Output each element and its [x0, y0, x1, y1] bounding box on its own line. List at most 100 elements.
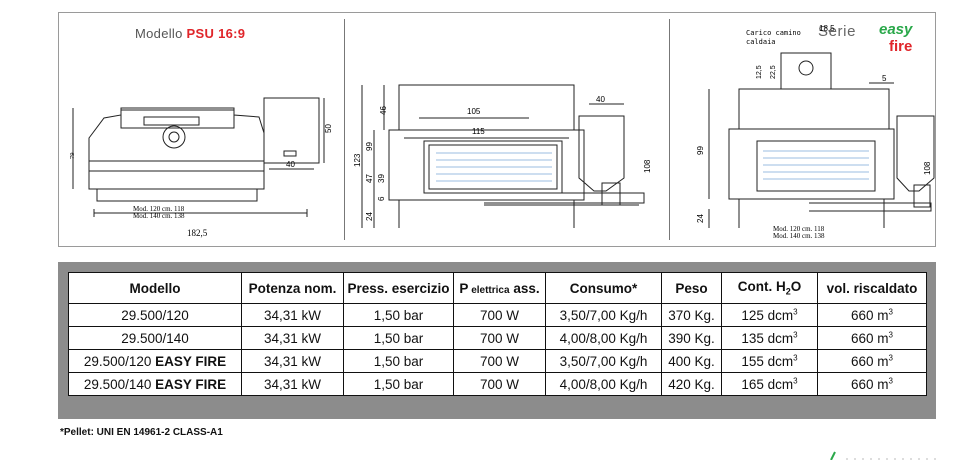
dim-46: 46 [379, 106, 388, 115]
cell-model: 29.500/140 [68, 326, 242, 350]
col-header-p-elettrica: P elettrica ass. [453, 272, 546, 304]
front-view-drawing: 105 115 40 46 123 99 47 39 6 24 108 [353, 84, 652, 228]
spec-table-frame: Modello Potenza nom. Press. esercizio P … [58, 262, 936, 419]
dim-height: 79 [69, 153, 76, 160]
col-header-vol: vol. riscaldato [817, 272, 927, 304]
model-code: 29.500/120 [83, 353, 156, 369]
cell-potenza: 34,31 kW [241, 326, 344, 350]
cell-press: 1,50 bar [343, 303, 454, 327]
p-sub: elettrica [468, 284, 510, 296]
cell-peso: 370 Kg. [661, 303, 722, 327]
view-divider-left [344, 19, 345, 240]
vol-value: 660 m [851, 376, 889, 392]
unit-exponent: 3 [888, 307, 893, 316]
cont-value: 125 dcm [741, 307, 794, 323]
logo-top-text: easy [879, 21, 913, 38]
logo-bottom-text: fire [889, 38, 912, 54]
col-header-consumo: Consumo* [545, 272, 662, 304]
cell-cont: 155 dcm3 [721, 349, 818, 373]
model-variant: EASY FIRE [155, 353, 227, 369]
cell-p-elettrica: 700 W [453, 303, 546, 327]
model-variant: EASY FIRE [155, 376, 227, 392]
vol-value: 660 m [851, 353, 889, 369]
unit-exponent: 3 [793, 376, 798, 385]
col-header-potenza: Potenza nom. [241, 272, 344, 304]
carico-line2: caldaia [746, 38, 776, 46]
model-code: 29.500/140 [121, 330, 189, 346]
cell-cont: 125 dcm3 [721, 303, 818, 327]
p-suffix: ass. [509, 280, 540, 296]
cell-vol: 660 m3 [817, 372, 927, 396]
cell-consumo: 4,00/8,00 Kg/h [545, 372, 662, 396]
model-code: 29.500/120 [121, 307, 189, 323]
cont-prefix: Cont. H [737, 279, 786, 295]
cell-consumo: 4,00/8,00 Kg/h [545, 326, 662, 350]
vol-value: 660 m [851, 330, 889, 346]
col-header-cont: Cont. H2O [721, 272, 818, 304]
cell-vol: 660 m3 [817, 303, 927, 327]
p-prefix: P [459, 280, 469, 296]
top-view-drawing: 79 50 40 Mod. 120 cm. 118 Mod. 140 cm. 1… [69, 97, 333, 238]
footnote: *Pellet: UNI EN 14961-2 CLASS-A1 [60, 427, 223, 438]
cell-model: 29.500/120 [68, 303, 242, 327]
cont-value: 165 dcm [741, 376, 794, 392]
cell-consumo: 3,50/7,00 Kg/h [545, 303, 662, 327]
cell-p-elettrica: 700 W [453, 349, 546, 373]
model-name: PSU 16:9 [186, 26, 246, 41]
cont-value: 135 dcm [741, 330, 794, 346]
dim-108: 108 [643, 159, 652, 173]
unit-exponent: 3 [793, 353, 798, 362]
dim-width: 182,5 [187, 228, 208, 238]
cell-peso: 420 Kg. [661, 372, 722, 396]
cont-sub: 2 [785, 286, 791, 297]
unit-exponent: 3 [888, 330, 893, 339]
left-mod-140: Mod. 140 cm. 138 [133, 212, 185, 220]
spec-table: Modello Potenza nom. Press. esercizio P … [68, 272, 927, 396]
unit-exponent: 3 [888, 376, 893, 385]
cell-press: 1,50 bar [343, 326, 454, 350]
cell-model: 29.500/120 EASY FIRE [68, 349, 242, 373]
easy-fire-view-drawing: Carico camino caldaia 18,5 12,5 22,5 5 9… [696, 24, 935, 240]
left-mod-120: Mod. 120 cm. 118 [133, 205, 185, 213]
dim-108-right: 108 [923, 161, 932, 175]
col-header-peso: Peso [661, 272, 722, 304]
cont-value: 155 dcm [741, 353, 794, 369]
view-divider-right [669, 19, 670, 240]
model-label: Modello PSU 16:9 [135, 26, 245, 41]
cell-p-elettrica: 700 W [453, 372, 546, 396]
dim-6: 6 [377, 196, 386, 201]
dim-24-right: 24 [696, 214, 705, 223]
serie-label: Serie [818, 23, 857, 40]
dim-50: 50 [324, 124, 333, 133]
col-header-press: Press. esercizio [343, 272, 454, 304]
model-prefix: Modello [135, 26, 187, 41]
dim-24: 24 [365, 212, 374, 221]
col-header-modello: Modello [68, 272, 242, 304]
dim-18-5: 18,5 [819, 24, 835, 33]
dim-12-5: 12,5 [756, 65, 763, 79]
cell-press: 1,50 bar [343, 372, 454, 396]
cell-consumo: 3,50/7,00 Kg/h [545, 349, 662, 373]
unit-exponent: 3 [793, 330, 798, 339]
dim-39: 39 [377, 174, 386, 183]
cont-suffix: O [790, 279, 802, 295]
technical-drawing-panel: Modello PSU 16:9 Serie easy fire 79 [58, 12, 936, 247]
carico-line1: Carico camino [746, 29, 801, 37]
corner-mark [830, 451, 936, 460]
cell-potenza: 34,31 kW [241, 303, 344, 327]
model-code: 29.500/140 [83, 376, 156, 392]
right-mod-140: Mod. 140 cm. 138 [773, 232, 825, 240]
cell-peso: 400 Kg. [661, 349, 722, 373]
unit-exponent: 3 [793, 307, 798, 316]
table-header-row: Modello Potenza nom. Press. esercizio P … [68, 272, 927, 304]
unit-exponent: 3 [888, 353, 893, 362]
dim-99-right: 99 [696, 146, 705, 155]
dim-5: 5 [882, 74, 887, 83]
cell-model: 29.500/140 EASY FIRE [68, 372, 242, 396]
dim-115: 115 [472, 127, 485, 136]
dim-99: 99 [365, 142, 374, 151]
cell-vol: 660 m3 [817, 326, 927, 350]
